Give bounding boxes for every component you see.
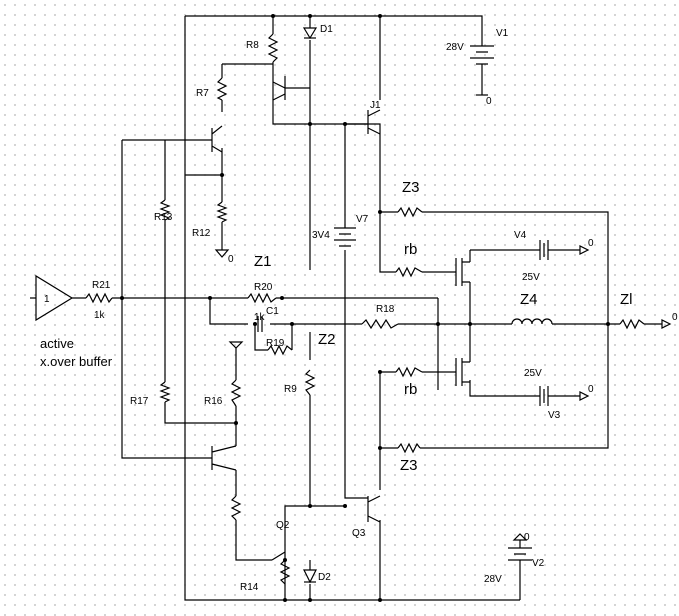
label-r16: R16 <box>204 396 223 407</box>
mosfet-upper <box>455 258 470 286</box>
label-v2-value: 28V <box>484 574 502 585</box>
label-gnd-r12: 0 <box>228 254 234 265</box>
label-v2-gnd: 0 <box>524 532 530 543</box>
label-v3-value: 25V <box>524 368 542 379</box>
resistor-zl <box>619 318 645 330</box>
label-v7: V7 <box>356 214 369 225</box>
label-v2: V2 <box>532 558 545 569</box>
resistor-r9 <box>304 369 316 396</box>
label-out-gnd: 0 <box>672 312 678 323</box>
resistor-r13 <box>159 199 171 221</box>
resistor-r19 <box>267 344 293 356</box>
resistor-r16 <box>230 379 242 407</box>
label-v3-gnd: 0 <box>588 384 594 395</box>
label-v1-gnd: 0 <box>486 96 492 107</box>
label-r20: R20 <box>254 282 273 293</box>
junction-dots <box>120 14 610 602</box>
label-r17: R17 <box>130 396 149 407</box>
diode-d1 <box>302 27 318 40</box>
caption-line2: x.over buffer <box>40 354 113 369</box>
resistor-r18 <box>361 318 399 330</box>
label-z1: Z1 <box>254 253 272 270</box>
label-d1: D1 <box>320 24 333 35</box>
transistor-left-lower <box>211 445 237 471</box>
resistor-r8 <box>267 33 279 63</box>
label-v4: V4 <box>514 230 527 241</box>
label-d2: D2 <box>318 572 331 583</box>
label-rb-top: rb <box>404 241 417 258</box>
capacitor-c1 <box>257 316 263 332</box>
label-v4-value: 25V <box>522 272 540 283</box>
ground-r12 <box>214 249 230 258</box>
battery-v3 <box>539 386 590 406</box>
label-r18: R18 <box>376 304 395 315</box>
resistor-r21 <box>85 292 113 304</box>
ground-output <box>661 319 672 329</box>
resistor-lower-left <box>230 495 242 521</box>
battery-v2 <box>508 533 532 561</box>
resistor-rb-bottom <box>395 366 423 378</box>
label-r14: R14 <box>240 582 259 593</box>
label-v7-value: 3V4 <box>312 230 330 241</box>
label-q3: Q3 <box>352 528 366 539</box>
label-q2: Q2 <box>276 520 290 531</box>
label-c1: C1 <box>266 306 279 317</box>
label-r21: R21 <box>92 280 111 291</box>
resistor-z3-top <box>397 206 423 218</box>
resistor-r14 <box>279 559 291 585</box>
resistor-r17 <box>159 381 171 403</box>
transistor-q2 <box>271 540 286 561</box>
label-r8: R8 <box>246 40 259 51</box>
battery-v4 <box>539 240 590 260</box>
resistor-z3-bottom <box>397 442 421 454</box>
label-j1: J1 <box>370 100 381 111</box>
transistor-q-top <box>272 76 310 101</box>
label-r7: R7 <box>196 88 209 99</box>
label-v1: V1 <box>496 28 509 39</box>
label-v1-value: 28V <box>446 42 464 53</box>
resistor-r7 <box>216 77 228 101</box>
label-zl: Zl <box>620 291 633 308</box>
battery-v1 <box>470 40 494 96</box>
ground-r19 <box>228 341 244 349</box>
transistor-j1 <box>345 109 381 135</box>
label-z3-bottom: Z3 <box>400 457 418 474</box>
battery-v7 <box>334 227 356 247</box>
label-rb-bottom: rb <box>404 381 417 398</box>
mosfet-lower <box>455 358 470 386</box>
label-r21-value: 1k <box>94 310 106 321</box>
inductor-z4 <box>511 318 556 325</box>
label-z2: Z2 <box>318 331 336 348</box>
label-r12: R12 <box>192 228 211 239</box>
label-r9: R9 <box>284 384 297 395</box>
label-buffer-gain: 1 <box>44 294 50 305</box>
transistor-q3 <box>367 495 381 523</box>
label-z3-top: Z3 <box>402 179 420 196</box>
label-v4-gnd: 0 <box>588 238 594 249</box>
resistor-rb-top <box>395 266 423 278</box>
label-r19: R19 <box>266 338 285 349</box>
transistor-left-upper <box>211 125 223 153</box>
diode-d2 <box>303 569 317 584</box>
resistor-r20 <box>247 292 277 304</box>
caption-line1: active <box>40 336 74 351</box>
label-z4: Z4 <box>520 291 538 308</box>
label-c1-value: 1k <box>254 312 266 323</box>
buffer-amplifier <box>35 274 74 322</box>
wiring <box>30 15 662 601</box>
label-v3: V3 <box>548 410 561 421</box>
resistor-r12 <box>216 201 228 223</box>
label-r13: R13 <box>154 212 173 223</box>
